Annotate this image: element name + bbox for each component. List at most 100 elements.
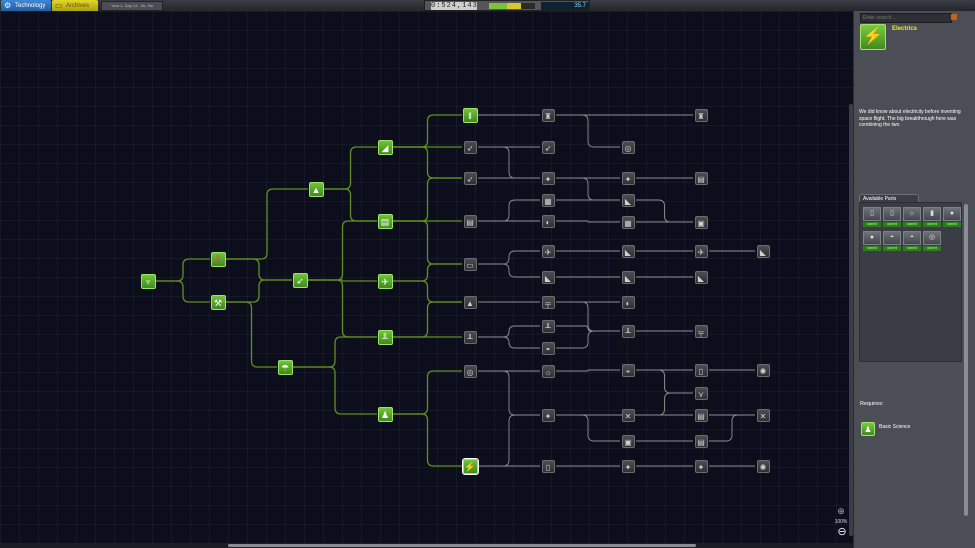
tech-node-g1[interactable]: ⚡: [461, 457, 479, 475]
tech-link: [636, 199, 693, 223]
horizontal-scrollbar[interactable]: [0, 543, 853, 548]
tech-node-f7[interactable]: ▯: [694, 363, 708, 377]
tech-node-e7[interactable]: ◐: [621, 295, 635, 309]
tech-node-n11[interactable]: ♟: [377, 406, 393, 422]
tech-link: [478, 370, 540, 416]
tech-node-f6[interactable]: ╤: [694, 324, 708, 338]
tech-node-d6[interactable]: ╨: [463, 330, 477, 344]
part-item[interactable]: ●owned: [863, 231, 881, 252]
tech-node-n8[interactable]: ▤: [377, 213, 393, 229]
tech-tree-canvas[interactable]: ♆ ❗ ⚒ ▲ ◢ ☂ ➶ ▤ ✈ ╨ ♟ ‖ ➶ ➶ ▤ ▭ ▲ ╨ ◎ ⚡ ♜ ➶ ✦ ▦ ◐ ✈ ◣ ╤ ╨ ◓ ☼ ✦ ▯ ◎ ✦ ◣ ▦ ◣ ◣ ◐…: [0, 11, 853, 543]
node-details-panel: ⚡ Electrics We did know about electricit…: [853, 11, 975, 548]
tech-node-h1[interactable]: ◣: [756, 244, 770, 258]
part-item[interactable]: ▮owned: [923, 207, 941, 228]
tech-node-f9[interactable]: ▤: [694, 408, 708, 422]
tank-icon: ▤: [697, 437, 705, 447]
tech-node-d7[interactable]: ◎: [463, 364, 477, 378]
tech-node-c3[interactable]: ✦: [541, 171, 555, 185]
tech-node-c12[interactable]: ✦: [541, 408, 555, 422]
tech-node-f1[interactable]: ♜: [694, 108, 708, 122]
tech-node-n9[interactable]: ✈: [377, 273, 393, 289]
search-input[interactable]: [860, 13, 952, 23]
horizontal-scroll-thumb[interactable]: [228, 544, 696, 547]
zoom-in-icon[interactable]: ⊕: [837, 506, 845, 516]
available-parts-tab[interactable]: Available Parts: [859, 194, 919, 202]
tech-node-f4[interactable]: ✈: [694, 244, 708, 258]
tech-node-e3[interactable]: ◣: [621, 193, 635, 207]
tech-node-e9[interactable]: ⌖: [621, 363, 635, 377]
tech-node-c13[interactable]: ▯: [541, 459, 555, 473]
tech-node-f3[interactable]: ▣: [694, 215, 708, 229]
tech-node-e11[interactable]: ▣: [621, 434, 635, 448]
tech-node-n12[interactable]: ‖: [462, 107, 478, 123]
part-item[interactable]: ☼owned: [903, 207, 921, 228]
tech-node-f5[interactable]: ◣: [694, 270, 708, 284]
tech-node-f11[interactable]: ✦: [694, 459, 708, 473]
tech-node-n10[interactable]: ╨: [377, 329, 393, 345]
tech-node-d5[interactable]: ▲: [463, 295, 477, 309]
tank-icon: ▤: [697, 411, 705, 421]
parts-scroll-thumb[interactable]: [964, 204, 968, 516]
tech-node-n2[interactable]: ❗: [210, 251, 226, 267]
tech-node-f2[interactable]: ▤: [694, 171, 708, 185]
vertical-scrollbar[interactable]: [849, 104, 853, 536]
tech-link: [478, 199, 540, 222]
tech-node-n1[interactable]: ♆: [140, 273, 156, 289]
tech-node-c4[interactable]: ▦: [541, 193, 555, 207]
tech-node-d2[interactable]: ➶: [463, 171, 477, 185]
tech-node-e1[interactable]: ◎: [621, 140, 635, 154]
tech-node-n6[interactable]: ☂: [277, 359, 293, 375]
wing-icon: ◣: [759, 247, 767, 257]
reputation-fill: [489, 3, 507, 9]
tech-node-d4[interactable]: ▭: [463, 257, 477, 271]
tech-node-e2[interactable]: ✦: [621, 171, 635, 185]
tech-node-c8[interactable]: ╤: [541, 295, 555, 309]
tech-node-c10[interactable]: ◓: [541, 341, 555, 355]
part-status: owned: [923, 246, 941, 251]
tank-icon: ▤: [697, 174, 705, 184]
tech-tree-links: [156, 114, 755, 467]
tech-link: [293, 366, 377, 415]
part-status: owned: [863, 222, 881, 227]
part-item[interactable]: ◓owned: [903, 231, 921, 252]
tech-node-e10[interactable]: ✕: [621, 408, 635, 422]
parts-scrollbar[interactable]: [964, 204, 968, 516]
tech-node-n5[interactable]: ◢: [377, 139, 393, 155]
tech-node-c2[interactable]: ➶: [541, 140, 555, 154]
tech-node-f8[interactable]: ⋎: [694, 386, 708, 400]
tech-node-d1[interactable]: ➶: [463, 140, 477, 154]
tech-node-e5[interactable]: ◣: [621, 244, 635, 258]
grid-icon: ▦: [624, 218, 632, 228]
tech-node-c6[interactable]: ✈: [541, 244, 555, 258]
tech-node-h3[interactable]: ✕: [756, 408, 770, 422]
part-item[interactable]: ▯owned: [883, 207, 901, 228]
tech-node-n3[interactable]: ⚒: [210, 294, 226, 310]
tech-node-e4[interactable]: ▦: [621, 215, 635, 229]
tech-node-n7[interactable]: ➶: [292, 272, 308, 288]
rocket-icon: ▲: [311, 184, 321, 195]
tech-node-f10[interactable]: ▤: [694, 434, 708, 448]
dome-icon: ◓: [903, 231, 921, 245]
part-item[interactable]: ▯owned: [863, 207, 881, 228]
tab-technology[interactable]: ⚙ Technology: [1, 0, 51, 12]
tech-node-d3[interactable]: ▤: [463, 214, 477, 228]
tech-node-e8[interactable]: ╨: [621, 324, 635, 338]
tech-node-c11[interactable]: ☼: [541, 364, 555, 378]
science-icon[interactable]: ♟: [861, 422, 875, 436]
tab-archives[interactable]: ▭ Archives: [52, 0, 98, 12]
part-status: owned: [903, 246, 921, 251]
tech-node-c1[interactable]: ♜: [541, 108, 555, 122]
tech-node-e6[interactable]: ◣: [621, 270, 635, 284]
tech-node-c5[interactable]: ◐: [541, 214, 555, 228]
part-item[interactable]: ◎owned: [923, 231, 941, 252]
tech-node-n4[interactable]: ▲: [308, 181, 324, 197]
part-item[interactable]: ●owned: [943, 207, 961, 228]
tech-node-c9[interactable]: ╨: [541, 319, 555, 333]
zoom-out-icon[interactable]: ⊖: [837, 526, 847, 538]
tech-node-h4[interactable]: ✺: [756, 459, 770, 473]
search-icon[interactable]: [951, 14, 957, 20]
tech-node-h2[interactable]: ✺: [756, 363, 770, 377]
part-item[interactable]: ◓owned: [883, 231, 901, 252]
tech-node-c7[interactable]: ◣: [541, 270, 555, 284]
tech-node-e12[interactable]: ✦: [621, 459, 635, 473]
